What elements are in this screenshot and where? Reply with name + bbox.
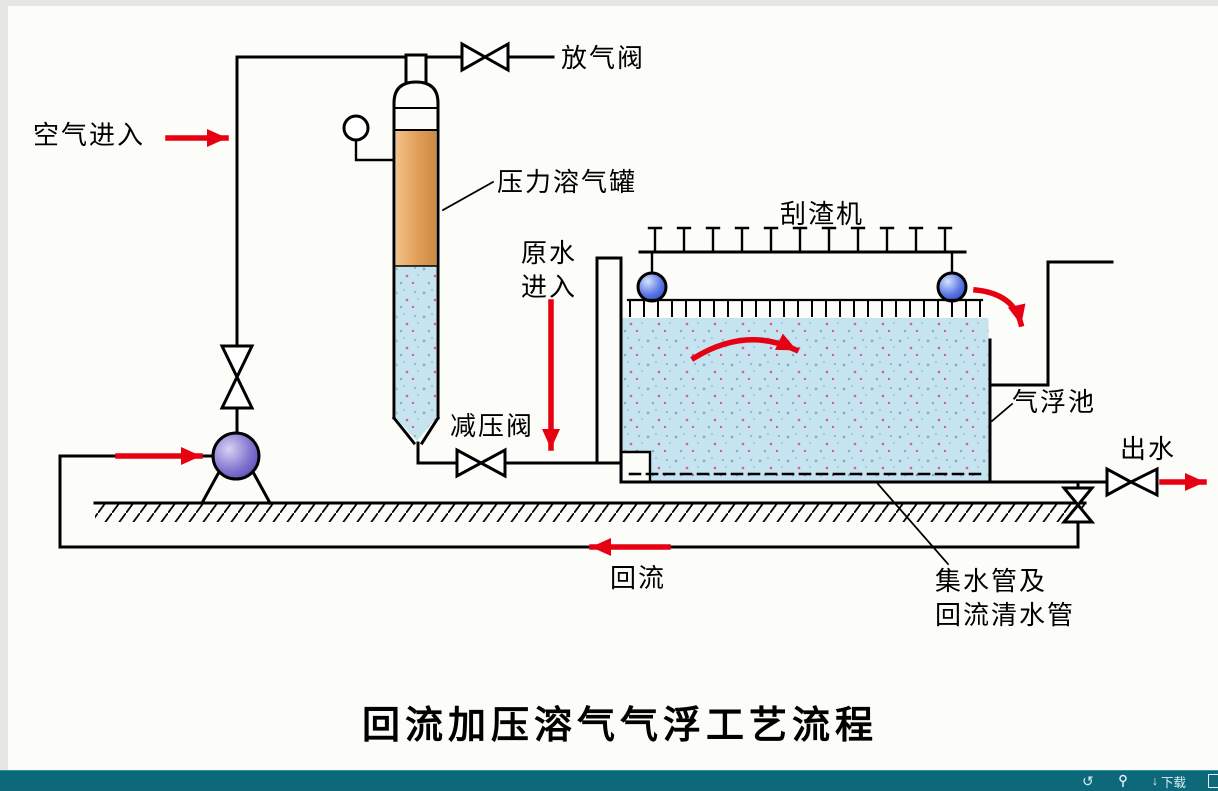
status-bar: ↺ ↓ 下载: [0, 770, 1218, 791]
flow-arrows: [115, 129, 1207, 556]
pump: [194, 431, 278, 506]
inlet-chamber: [621, 450, 652, 483]
flotation-water: [622, 318, 989, 481]
label-flotation-tank: 气浮池: [1012, 388, 1097, 417]
rotate-icon[interactable]: ↺: [1082, 773, 1094, 789]
pin-icon[interactable]: [1116, 774, 1130, 788]
window-icon[interactable]: [1208, 774, 1218, 788]
scum-arrow: [972, 286, 1026, 328]
pump-body: [211, 431, 261, 481]
tank-packing-section: [396, 130, 436, 266]
label-collector-line1: 集水管及: [935, 567, 1048, 596]
flotation-tank: [619, 256, 992, 484]
leader-lines: [441, 180, 1014, 566]
line-valve: [219, 344, 255, 410]
tank-flow-arrow: [690, 333, 800, 362]
label-air-in: 空气进入: [33, 121, 146, 150]
label-collector: 集水管及 回流清水管: [935, 565, 1075, 633]
pressure-tank: [391, 53, 441, 446]
download-label: 下载: [1160, 775, 1186, 790]
label-outflow: 出水: [1120, 435, 1177, 464]
diagram-title: 回流加压溶气气浮工艺流程: [361, 705, 878, 747]
label-reducing-valve: 减压阀: [450, 412, 535, 441]
tank-water-section: [396, 266, 436, 418]
scraper-flights: [647, 226, 953, 254]
label-pressure-tank: 压力溶气罐: [497, 168, 638, 197]
outlet-valve: [1105, 466, 1159, 498]
reducing-valve: [455, 447, 507, 479]
scraper-comb: [629, 299, 981, 317]
label-collector-line2: 回流清水管: [935, 600, 1076, 630]
scraper-pulley-left: [636, 271, 668, 303]
label-reflux: 回流: [610, 564, 667, 593]
download-button[interactable]: ↓ 下载: [1152, 772, 1186, 791]
download-icon: ↓: [1151, 774, 1158, 788]
reflux-valve: [1060, 486, 1096, 524]
tank-nozzle: [404, 53, 428, 84]
label-raw-water-line2: 进入: [520, 272, 577, 302]
scraper-mechanism: [626, 226, 984, 317]
pressure-gauge: [342, 114, 396, 162]
label-raw-water-line1: 原水: [520, 239, 577, 268]
vent-valve: [460, 41, 510, 73]
scraper-pulley-right: [936, 271, 968, 303]
ground: [93, 501, 1087, 522]
label-raw-water: 原水 进入: [509, 237, 589, 305]
label-vent-valve: 放气阀: [561, 44, 646, 73]
label-scraper: 刮渣机: [780, 200, 865, 229]
